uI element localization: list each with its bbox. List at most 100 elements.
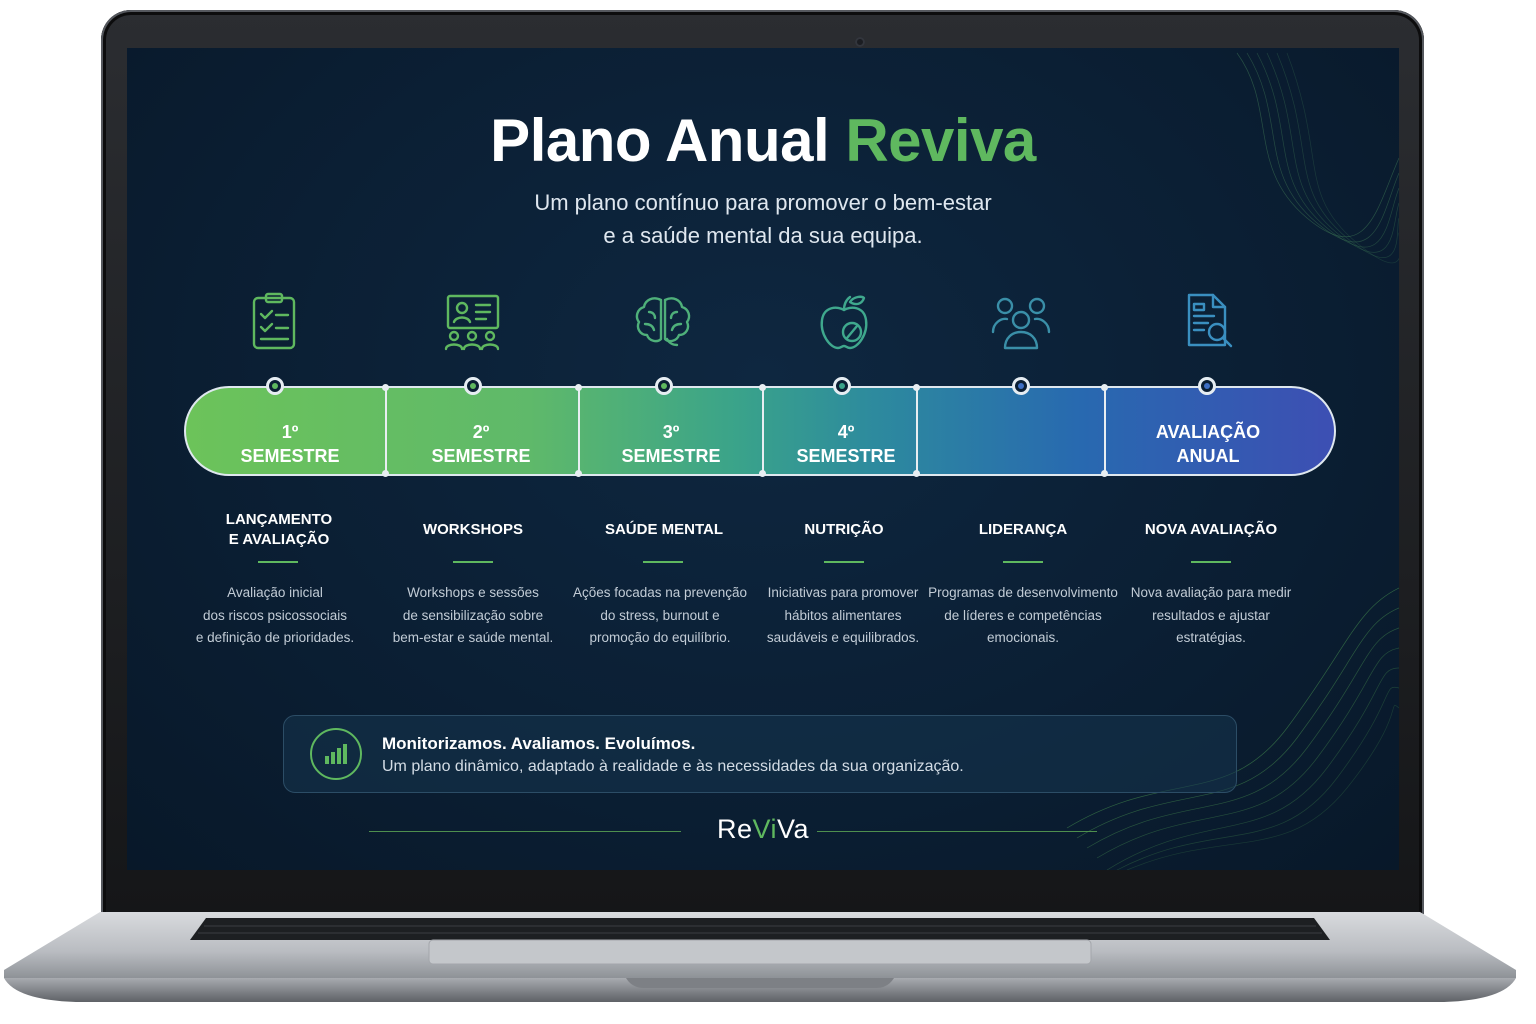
segment-label-line1: 3º <box>662 422 680 442</box>
segment-label-line2: SEMESTRE <box>240 446 340 466</box>
brain-icon <box>631 292 695 352</box>
phase-title-line1: SAÚDE MENTAL <box>604 521 724 538</box>
divider-dot <box>1101 384 1108 391</box>
phase-title-line1: LIDERANÇA <box>978 521 1068 538</box>
phase-title: LIDERANÇA <box>928 510 1118 550</box>
clipboard-check-icon <box>243 292 307 352</box>
phase-title-line1: WORKSHOPS <box>422 521 523 538</box>
phase-divider <box>453 561 493 563</box>
timeline-segment-3: 3º SEMESTRE <box>576 420 766 468</box>
document-search-icon <box>1177 292 1241 352</box>
divider-dot <box>913 470 920 477</box>
phase-desc-line: estratégias. <box>1176 630 1246 645</box>
segment-label-line1: AVALIAÇÃO <box>1155 422 1261 442</box>
phase-desc-line: e definição de prioridades. <box>195 630 355 645</box>
phase-title-line1: NOVA AVALIAÇÃO <box>1144 521 1278 538</box>
laptop-base <box>4 912 1516 1008</box>
phase-desc-line: hábitos alimentares <box>784 607 902 623</box>
timeline-node <box>1012 377 1030 395</box>
segment-label-line1: 1º <box>281 422 299 442</box>
timeline-divider <box>1104 388 1106 474</box>
title-accent: Reviva <box>845 107 1036 174</box>
segment-label-line2: ANUAL <box>1176 446 1240 466</box>
divider-dot <box>382 470 389 477</box>
subtitle-line-1: Um plano contínuo para promover o bem-es… <box>534 190 992 215</box>
phase-desc-line: dos riscos psicossociais <box>202 607 348 623</box>
phase-description: Ações focadas na prevenção do stress, bu… <box>560 582 760 650</box>
phase-desc-line: resultados e ajustar <box>1152 607 1270 623</box>
divider-dot <box>913 384 920 391</box>
phase-divider <box>824 561 864 563</box>
phase-title-line1: LANÇAMENTO <box>225 511 333 528</box>
segment-label-line2: SEMESTRE <box>621 446 721 466</box>
phase-description: Iniciativas para promover hábitos alimen… <box>743 582 943 650</box>
phase-description: Workshops e sessões de sensibilização so… <box>373 582 573 650</box>
timeline-node <box>1198 377 1216 395</box>
phase-desc-line: do stress, burnout e <box>600 607 720 623</box>
segment-label-line1: 2º <box>472 422 490 442</box>
phase-divider <box>643 561 683 563</box>
phase-desc-line: saudáveis e equilibrados. <box>766 630 920 645</box>
timeline-segment-1: 1º SEMESTRE <box>195 420 385 468</box>
phase-desc-line: Nova avaliação para medir <box>1130 585 1292 600</box>
laptop-keyboard-deck <box>4 912 1516 1002</box>
brand-logo: ReViVa <box>683 814 843 845</box>
team-people-icon <box>989 292 1053 352</box>
monitoring-info-box: Monitorizamos. Avaliamos. Evoluímos. Um … <box>283 715 1237 793</box>
segment-label-line2: SEMESTRE <box>431 446 531 466</box>
phase-desc-line: Avaliação inicial <box>227 585 323 600</box>
timeline-divider <box>762 388 764 474</box>
phase-desc-line: Ações focadas na prevenção <box>572 585 748 600</box>
phase-desc-line: Iniciativas para promover <box>767 585 919 600</box>
timeline-node <box>266 377 284 395</box>
phase-title: SAÚDE MENTAL <box>569 510 759 550</box>
phase-description: Programas de desenvolvimento de líderes … <box>923 582 1123 650</box>
phase-desc-line: emocionais. <box>986 630 1060 645</box>
timeline-segment-2: 2º SEMESTRE <box>386 420 576 468</box>
timeline-segment-6: AVALIAÇÃO ANUAL <box>1113 420 1303 468</box>
timeline-divider <box>385 388 387 474</box>
phase-desc-line: bem-estar e saúde mental. <box>392 630 554 645</box>
bar-chart-icon <box>310 728 362 780</box>
divider-dot <box>1101 470 1108 477</box>
brand-part-3: Va <box>777 814 810 844</box>
brand-rule-left <box>369 831 681 832</box>
divider-dot <box>575 470 582 477</box>
slide-subtitle: Um plano contínuo para promover o bem-es… <box>463 186 1063 252</box>
info-box-title: Monitorizamos. Avaliamos. Evoluímos. <box>382 734 696 753</box>
phase-desc-line: de sensibilização sobre <box>402 607 544 623</box>
phase-desc-line: Programas de desenvolvimento <box>928 585 1118 600</box>
timeline-divider <box>916 388 918 474</box>
timeline-node <box>655 377 673 395</box>
apple-icon <box>812 292 876 352</box>
phase-desc-line: promoção do equilíbrio. <box>589 630 731 645</box>
divider-dot <box>575 384 582 391</box>
phase-description: Avaliação inicial dos riscos psicossocia… <box>175 582 375 650</box>
brand-part-2: Vi <box>752 814 777 844</box>
timeline-divider <box>578 388 580 474</box>
phase-title: LANÇAMENTO E AVALIAÇÃO <box>184 510 374 550</box>
presentation-slide: Plano Anual Reviva Um plano contínuo par… <box>127 48 1399 870</box>
slide-title: Plano Anual Reviva <box>127 106 1399 175</box>
phase-description: Nova avaliação para medir resultados e a… <box>1111 582 1311 650</box>
phase-title: NOVA AVALIAÇÃO <box>1116 510 1306 550</box>
phase-title-line2: E AVALIAÇÃO <box>228 531 330 548</box>
phase-desc-line: Workshops e sessões <box>407 585 539 600</box>
segment-label-line1: 4º <box>837 422 855 442</box>
presentation-board-icon <box>440 292 504 352</box>
timeline-node <box>833 377 851 395</box>
brand-rule-right <box>817 831 1097 832</box>
divider-dot <box>759 384 766 391</box>
divider-dot <box>759 470 766 477</box>
divider-dot <box>382 384 389 391</box>
timeline-node <box>464 377 482 395</box>
brand-part-1: Re <box>716 814 753 844</box>
phase-title: NUTRIÇÃO <box>749 510 939 550</box>
title-main: Plano Anual <box>490 107 846 174</box>
timeline-segment-4: 4º SEMESTRE <box>751 420 941 468</box>
phase-desc-line: de líderes e competências <box>944 607 1102 623</box>
phase-divider <box>258 561 298 563</box>
subtitle-line-2: e a saúde mental da sua equipa. <box>603 223 923 248</box>
phase-divider <box>1003 561 1043 563</box>
